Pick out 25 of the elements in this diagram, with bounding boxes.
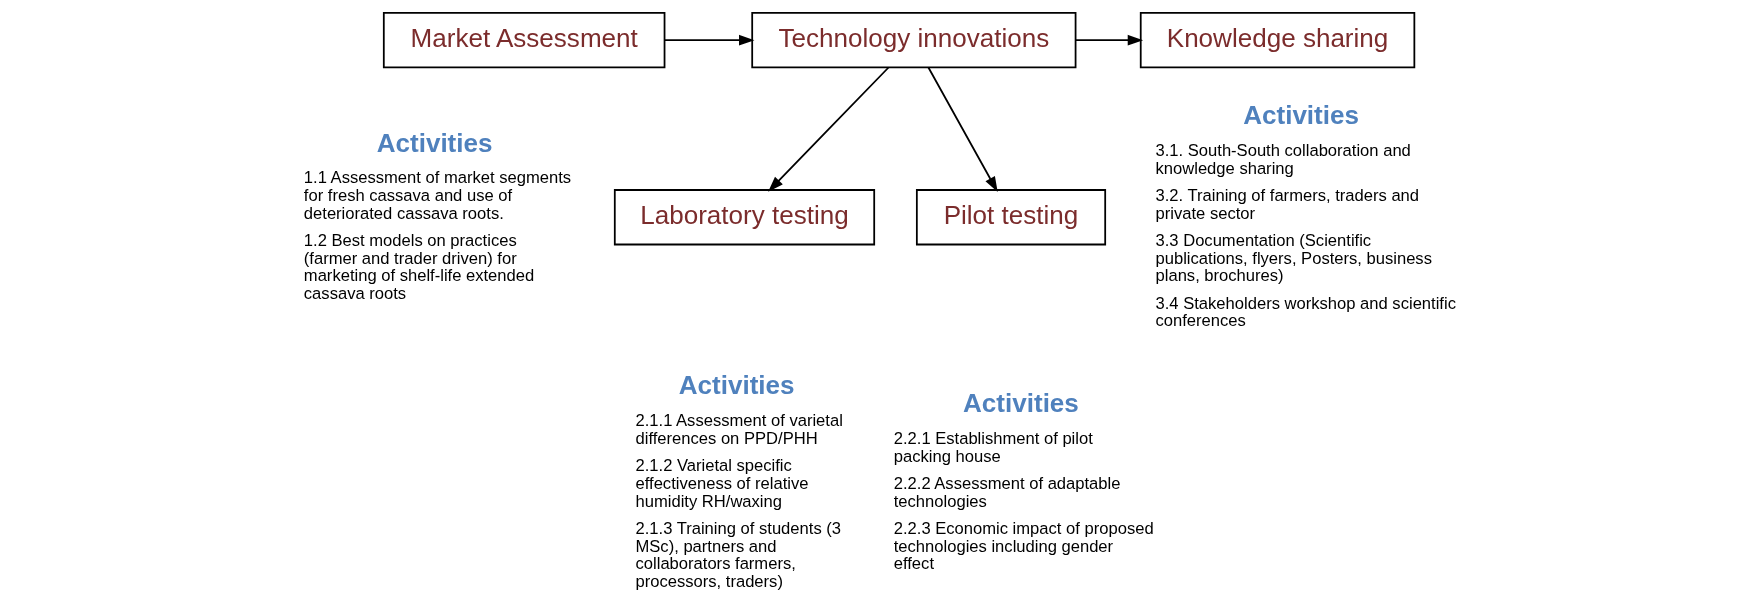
arrow <box>927 66 998 193</box>
node-label: 2.2.1 Establishment of pilot packing house <box>893 428 1093 466</box>
node-label: 1.2 Best models on practices (farmer and trader driven) for marketing of shelf-life extended cassava roots <box>303 230 534 304</box>
node-box: Laboratory testing <box>613 189 875 246</box>
node-label: 2.1.2 Varietal specific effectiveness of relative humidity RH/waxing <box>635 455 808 511</box>
node-label: 2.2.3 Economic impact of proposed technologies including gender effect <box>893 518 1154 574</box>
node-label: Activities <box>1242 100 1359 131</box>
node-label: 1.1 Assessment of market segments for fresh cassava and use of deteriorated cassava roots. <box>303 168 571 223</box>
node-label: 3.1. South-South collaboration and knowledge sharing <box>1155 140 1411 178</box>
node-label: 2.1.1 Assessment of varietal differences on PPD/PHH <box>635 410 843 448</box>
node-label: Activities <box>678 370 795 401</box>
node-label: 2.1.3 Training of students (3 MSc), partners and collaborators farmers, processors, traders) <box>635 518 841 592</box>
node-label: 3.2. Training of farmers, traders and private sector <box>1155 185 1419 223</box>
node-box: Market Assessment <box>382 12 665 69</box>
arrow <box>767 66 889 192</box>
node-label: Activities <box>962 388 1079 419</box>
node-box: Technology innovations <box>750 12 1076 69</box>
node-label: 2.2.2 Assessment of adaptable technologies <box>893 473 1120 511</box>
node-label: Activities <box>376 127 493 158</box>
arrow <box>1074 34 1143 46</box>
node-box: Knowledge sharing <box>1139 12 1415 69</box>
node-label: 3.3 Documentation (Scientific publications, flyers, Posters, business plans, brochures) <box>1155 230 1432 286</box>
node-label: 3.4 Stakeholders workshop and scientific conferences <box>1155 293 1456 331</box>
node-box: Pilot testing <box>915 189 1106 246</box>
arrow <box>663 34 754 46</box>
